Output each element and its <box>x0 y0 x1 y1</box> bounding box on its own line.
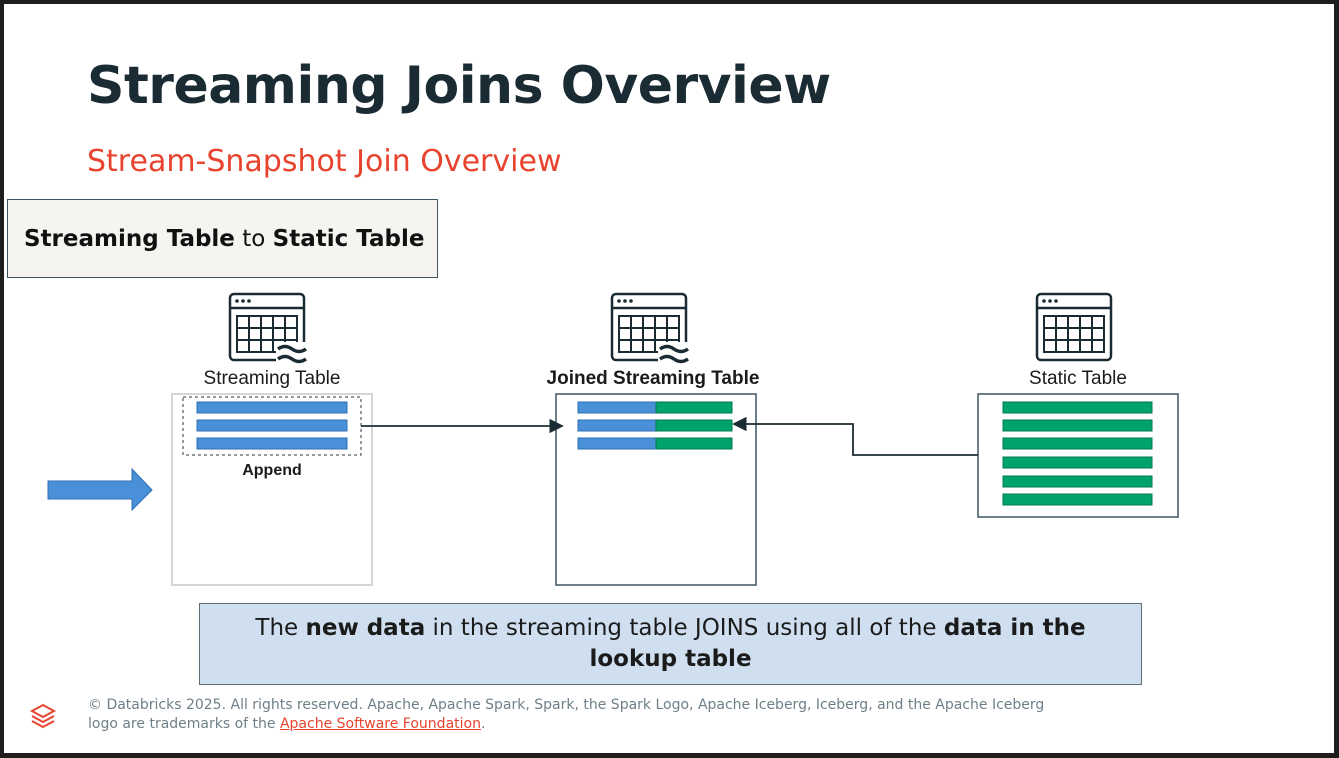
databricks-logo-icon <box>29 703 57 729</box>
static-row <box>1002 419 1153 432</box>
caption-bold-1: new data <box>305 615 426 641</box>
static-row <box>1002 475 1153 488</box>
joined-row <box>577 437 733 450</box>
joined-row <box>577 401 733 414</box>
joined-table-label: Joined Streaming Table <box>547 368 760 389</box>
joined-table-icon <box>610 292 692 368</box>
join-diagram: Streaming Table Joined Streaming Table S… <box>47 292 1179 586</box>
stream-row <box>196 437 348 450</box>
static-table-icon <box>1035 292 1113 362</box>
slide-subtitle: Stream-Snapshot Join Overview <box>87 144 562 179</box>
right-arrow-icon <box>47 467 153 512</box>
slide: Streaming Joins Overview Stream-Snapshot… <box>4 4 1334 753</box>
static-table-label: Static Table <box>1029 368 1127 389</box>
static-row <box>1002 493 1153 506</box>
streaming-table-icon <box>228 292 310 368</box>
joined-row <box>577 419 733 432</box>
streaming-table-label: Streaming Table <box>204 368 341 389</box>
caption-text-2: in the streaming table JOINS using all o… <box>425 615 944 641</box>
join-label-left: Streaming Table <box>24 225 235 252</box>
append-label: Append <box>242 462 302 479</box>
static-row <box>1002 437 1153 450</box>
stream-row <box>196 419 348 432</box>
static-to-joined-arrow <box>732 416 978 456</box>
static-row <box>1002 401 1153 414</box>
slide-title: Streaming Joins Overview <box>87 56 831 116</box>
join-label-right: Static Table <box>272 225 425 252</box>
caption-box: The new data in the streaming table JOIN… <box>199 603 1142 685</box>
footer-period: . <box>480 716 486 732</box>
static-row <box>1002 456 1153 469</box>
join-type-label: Streaming Table to Static Table <box>7 199 438 278</box>
join-label-connector: to <box>234 225 273 252</box>
stream-row <box>196 401 348 414</box>
copyright-footer: © Databricks 2025. All rights reserved. … <box>88 696 1068 734</box>
caption-text-1: The <box>255 615 306 641</box>
caption-bold-2: data in the lookup table <box>589 615 1086 672</box>
asf-link[interactable]: Apache Software Foundation <box>279 716 481 732</box>
footer-text: © Databricks 2025. All rights reserved. … <box>88 697 1045 732</box>
